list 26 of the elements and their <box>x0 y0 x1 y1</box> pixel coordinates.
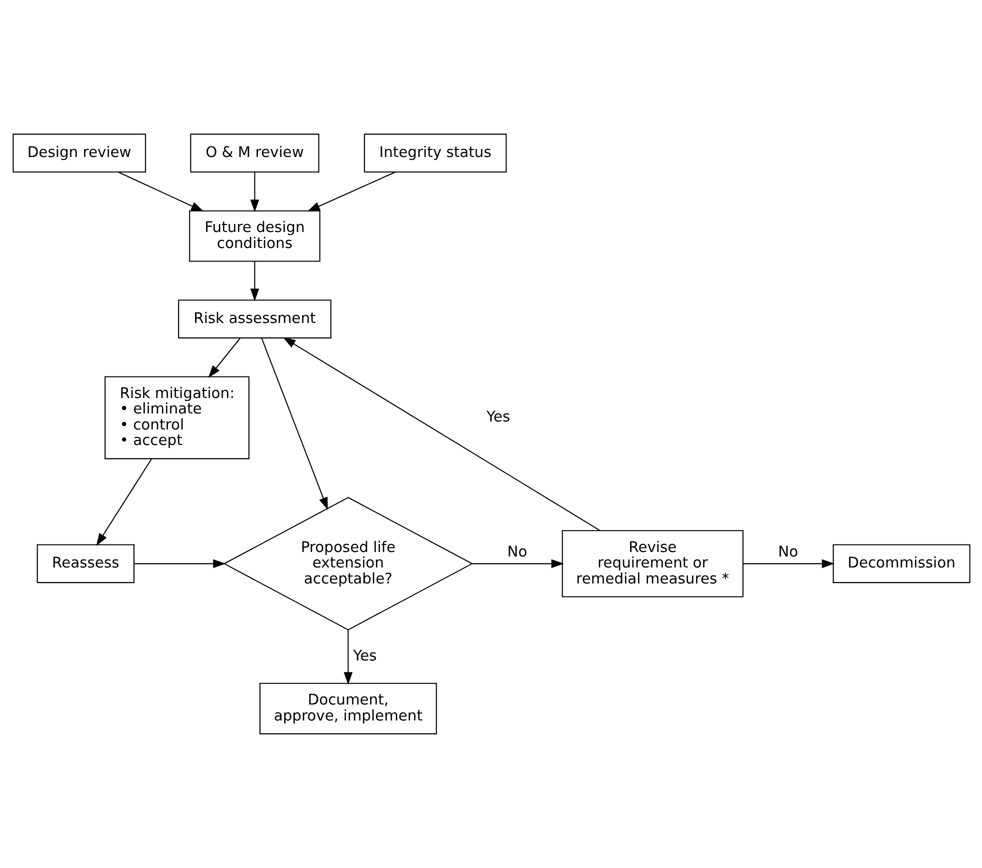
node-box: Risk assessment <box>178 300 331 338</box>
edge-label: Yes <box>352 647 376 664</box>
arrow <box>472 559 564 568</box>
node-box: Risk mitigation: • eliminate • control • accept <box>104 376 249 460</box>
node-box: Reassess <box>36 544 134 584</box>
arrow <box>250 172 259 212</box>
node-box: Future design conditions <box>188 210 320 262</box>
arrow <box>134 559 226 568</box>
node-box: Decommission <box>832 544 970 584</box>
edge-label: Yes <box>486 408 510 426</box>
arrow <box>260 338 328 510</box>
node-box: Revise requirement or remedial measures * <box>561 530 744 598</box>
node-box: Design review <box>12 134 146 173</box>
arrow <box>343 630 352 685</box>
node-box: O & M review <box>190 134 319 173</box>
arrow <box>96 458 152 546</box>
arrow <box>282 337 600 531</box>
edge-label: No <box>778 544 798 561</box>
edge-label: No <box>506 544 527 561</box>
node-box: Document, approve, implement <box>258 682 436 734</box>
node-box: Integrity status <box>363 134 506 173</box>
arrow <box>118 172 204 212</box>
arrow <box>306 172 395 212</box>
arrow <box>208 338 240 378</box>
arrow <box>250 261 259 302</box>
arrow <box>742 559 834 568</box>
